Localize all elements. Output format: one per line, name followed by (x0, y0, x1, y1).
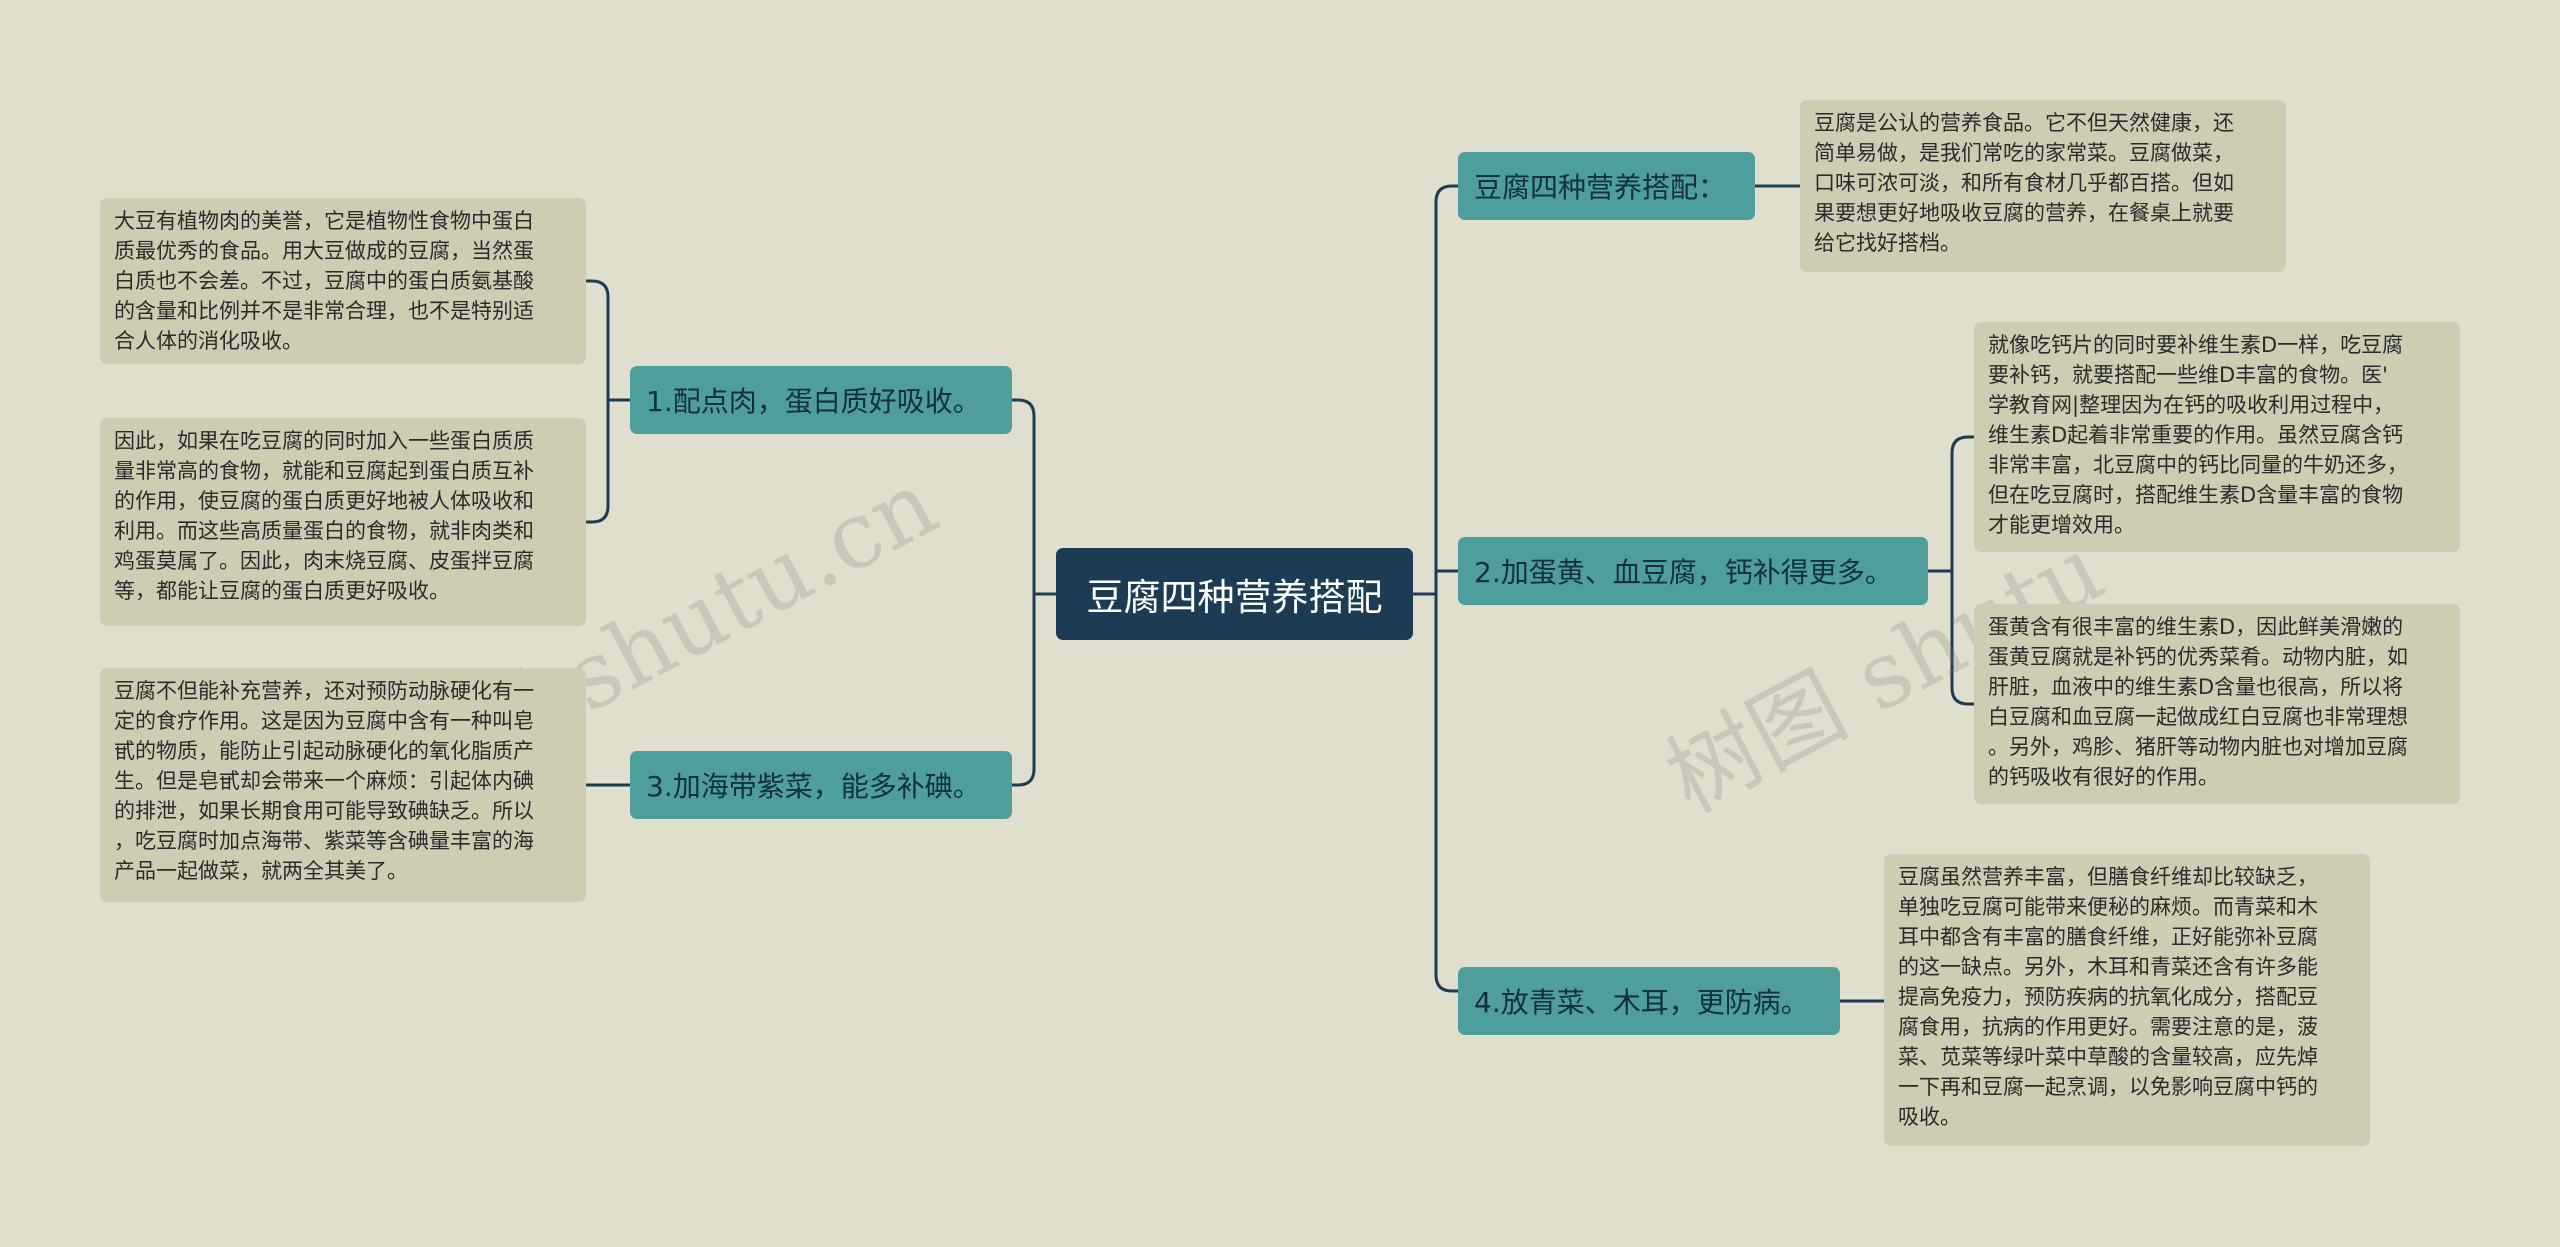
branch-intro[interactable]: 豆腐四种营养搭配： (1458, 152, 1755, 220)
leaf-egg-yolk-tofu[interactable]: 蛋黄含有很丰富的维生素D，因此鲜美滑嫩的 蛋黄豆腐就是补钙的优秀菜肴。动物内脏，… (1974, 604, 2460, 804)
branch-vegetables-fungus[interactable]: 4.放青菜、木耳，更防病。 (1458, 967, 1840, 1035)
connector-right-trunk (1434, 184, 1458, 993)
central-topic[interactable]: 豆腐四种营养搭配 (1056, 548, 1413, 640)
branch-seaweed-iodine[interactable]: 3.加海带紫菜，能多补碘。 (630, 751, 1012, 819)
leaf-saponin-iodine[interactable]: 豆腐不但能补充营养，还对预防动脉硬化有一 定的食疗作用。这是因为豆腐中含有一种叫… (100, 668, 586, 902)
leaf-vitamin-d[interactable]: 就像吃钙片的同时要补维生素D一样，吃豆腐 要补钙，就要搭配一些维D丰富的食物。医… (1974, 322, 2460, 552)
branch-egg-calcium[interactable]: 2.加蛋黄、血豆腐，钙补得更多。 (1458, 537, 1928, 605)
leaf-dietary-fiber[interactable]: 豆腐虽然营养丰富，但膳食纤维却比较缺乏， 单独吃豆腐可能带来便秘的麻烦。而青菜和… (1884, 854, 2370, 1146)
leaf-protein-complement[interactable]: 因此，如果在吃豆腐的同时加入一些蛋白质质 量非常高的食物，就能和豆腐起到蛋白质互… (100, 418, 586, 626)
branch-meat-protein[interactable]: 1.配点肉，蛋白质好吸收。 (630, 366, 1012, 434)
leaf-soy-protein[interactable]: 大豆有植物肉的美誉，它是植物性食物中蛋白 质最优秀的食品。用大豆做成的豆腐，当然… (100, 198, 586, 364)
connector-branch1-leaves (586, 279, 630, 524)
connector-branchR2-leaves (1928, 435, 1974, 706)
connector-left-trunk (1012, 398, 1036, 787)
leaf-tofu-nutrition[interactable]: 豆腐是公认的营养食品。它不但天然健康，还 简单易做，是我们常吃的家常菜。豆腐做菜… (1800, 100, 2286, 272)
